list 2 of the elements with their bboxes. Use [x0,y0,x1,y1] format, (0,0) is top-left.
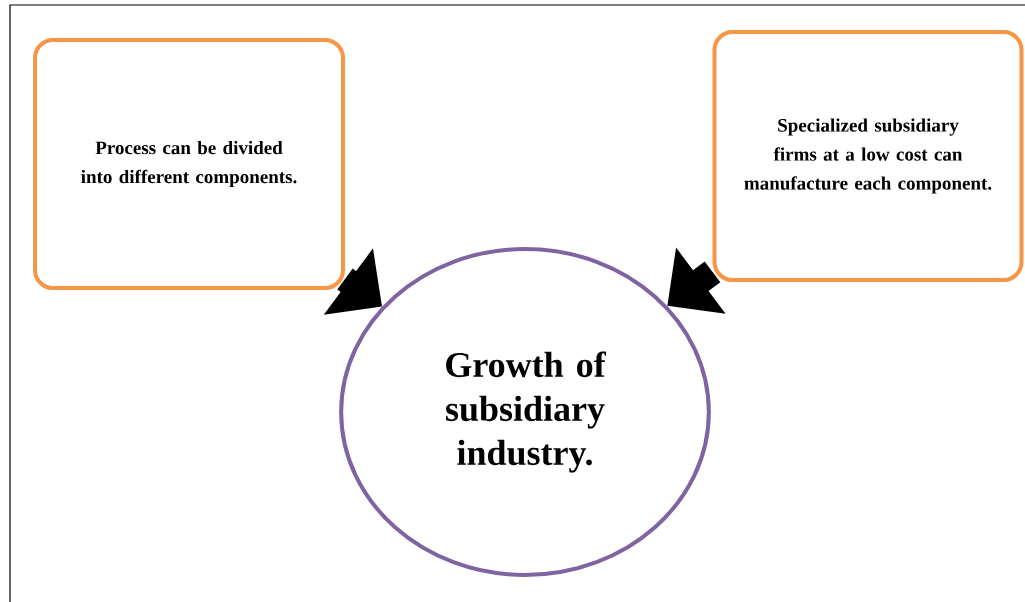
process-box: Specialized subsidiary firms at a low cost can manufacture each component. [712,30,1024,282]
process-box: Process can be divided into different components. [33,38,345,290]
